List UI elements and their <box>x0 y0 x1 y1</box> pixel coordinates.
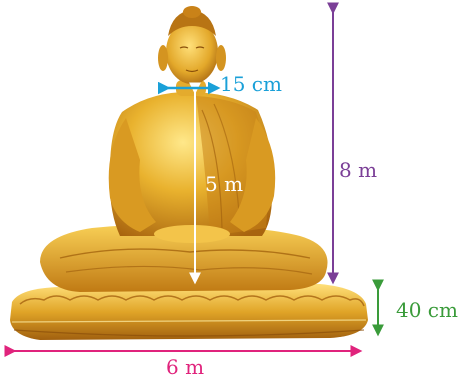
neck-width-label: 15 cm <box>220 72 282 96</box>
seated-buddha-statue-icon <box>10 6 368 340</box>
base-width-label: 6 m <box>166 355 205 379</box>
total-height-label: 8 m <box>339 158 378 182</box>
torso-height-label: 5 m <box>205 172 244 196</box>
base-height-label: 40 cm <box>396 298 458 322</box>
lotus-base <box>10 284 368 340</box>
